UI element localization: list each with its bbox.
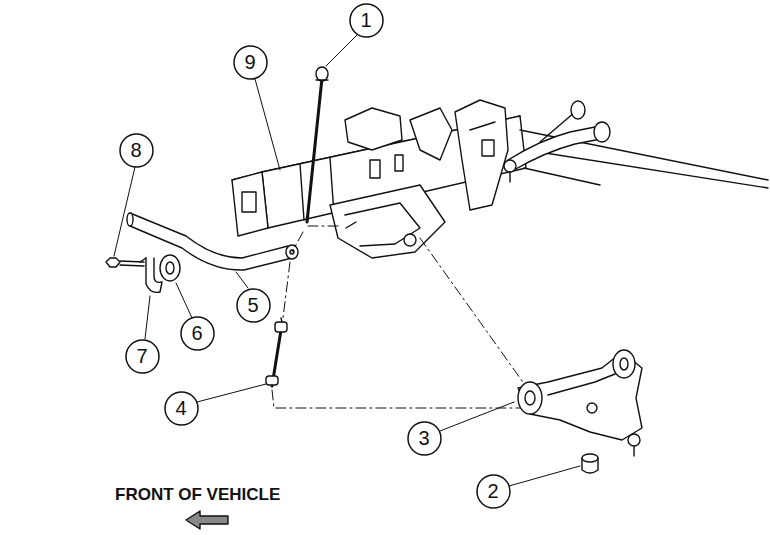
callout-circle: 9	[233, 45, 268, 80]
callout-ring	[234, 46, 267, 79]
front-arrow	[186, 511, 228, 529]
callout-circle: 6	[180, 316, 215, 351]
callout-number: 9	[233, 45, 268, 80]
callout-ring	[408, 422, 441, 455]
callout-number: 8	[119, 133, 154, 168]
callout-ring	[237, 289, 270, 322]
direction-label: FRONT OF VEHICLE	[115, 485, 280, 505]
bracket-bolt	[106, 258, 144, 267]
callout-number: 7	[125, 339, 160, 374]
upper-control-arm	[504, 101, 610, 182]
leader-line	[114, 35, 580, 486]
callout-ring	[165, 392, 198, 425]
crossmember	[330, 185, 445, 258]
callout-ring	[120, 134, 153, 167]
callout-circle: 4	[164, 391, 199, 426]
callout-ring	[477, 475, 510, 508]
callout-number: 4	[164, 391, 199, 426]
callout-circle: 2	[476, 474, 511, 509]
engine-mount	[345, 100, 508, 210]
callout-ring	[126, 340, 159, 373]
callout-circle: 3	[407, 421, 442, 456]
callout-ring	[181, 317, 214, 350]
callout-number: 6	[180, 316, 215, 351]
link-bolt	[307, 67, 328, 222]
callout-circle: 7	[125, 339, 160, 374]
bar-bushing	[160, 255, 180, 281]
callout-number: 5	[236, 288, 271, 323]
callout-circle: 5	[236, 288, 271, 323]
arm-bushing	[582, 454, 598, 473]
callout-ring	[350, 4, 383, 37]
stabilizer-link	[266, 318, 287, 386]
callout-number: 1	[349, 3, 384, 38]
callout-number: 3	[407, 421, 442, 456]
callout-circle: 1	[349, 3, 384, 38]
lower-control-arm	[518, 350, 642, 456]
callout-number: 2	[476, 474, 511, 509]
bushing-bracket	[140, 258, 162, 292]
callout-circle: 8	[119, 133, 154, 168]
